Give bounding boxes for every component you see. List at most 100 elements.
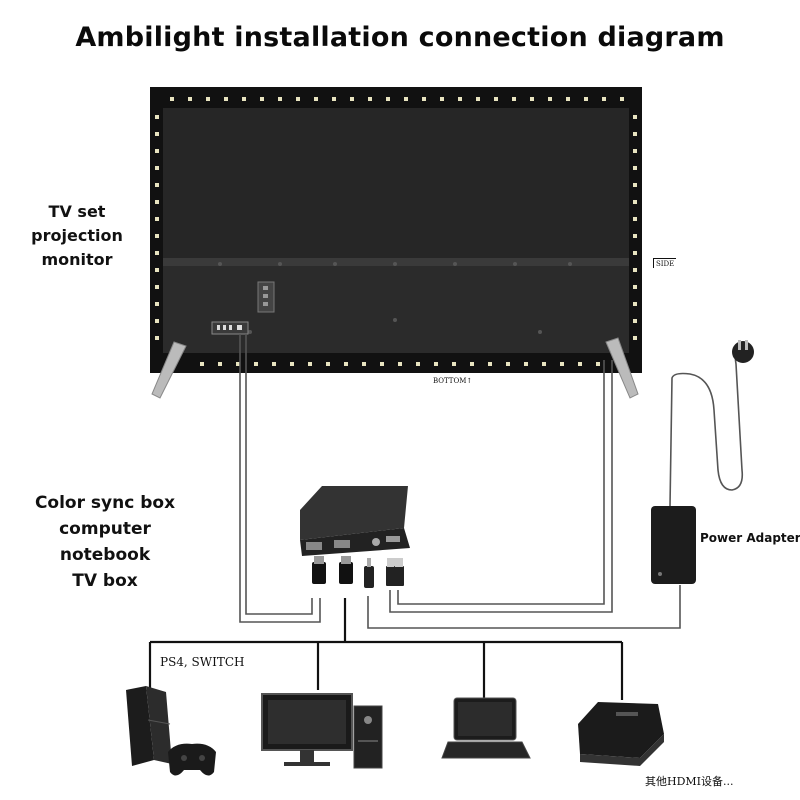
led-strip-top <box>170 97 624 101</box>
led-dot <box>155 200 159 204</box>
tv-ridge <box>163 258 629 266</box>
led-dot <box>155 336 159 340</box>
led-dot <box>578 362 582 366</box>
led-dot <box>308 362 312 366</box>
led-dot <box>350 97 354 101</box>
led-controller-pins <box>217 325 242 330</box>
hdmi-plug-icon-2 <box>339 556 353 584</box>
led-dot <box>224 97 228 101</box>
led-dot <box>633 115 637 119</box>
led-dot <box>530 97 534 101</box>
led-dot <box>524 362 528 366</box>
other-hdmi-label: 其他HDMI设备... <box>645 775 734 788</box>
led-dot <box>242 97 246 101</box>
led-dot <box>155 268 159 272</box>
sync-box-dc-port <box>372 538 380 546</box>
led-cable-left <box>239 334 321 623</box>
led-dot <box>566 97 570 101</box>
tv-label-line-1: TV set <box>48 202 106 221</box>
tv-lower-panel <box>163 266 629 353</box>
gamepad-icon <box>168 743 216 776</box>
tv-stand-left <box>151 341 187 399</box>
sync-box-usb-port <box>386 536 400 542</box>
bottom-marker: BOTTOM↑ <box>433 377 473 385</box>
side-marker: SIDE <box>653 258 677 268</box>
led-dot <box>488 362 492 366</box>
sync-box-label-line-1: Color sync box <box>34 493 176 513</box>
led-dot <box>470 362 474 366</box>
cables <box>239 334 744 629</box>
led-dot <box>416 362 420 366</box>
led-strip-bottom <box>200 362 600 366</box>
hdmi-bus <box>148 598 624 700</box>
led-dot <box>633 268 637 272</box>
power-cable <box>367 585 681 629</box>
led-dot <box>155 115 159 119</box>
led-dot <box>422 97 426 101</box>
led-cable-right-2 <box>389 360 613 613</box>
led-dot <box>494 97 498 101</box>
led-dot <box>386 97 390 101</box>
sync-box <box>300 486 410 556</box>
led-dot <box>633 285 637 289</box>
led-dot <box>155 149 159 153</box>
tv-label: TV set projection monitor <box>18 200 136 272</box>
led-dot <box>512 97 516 101</box>
led-dot <box>170 97 174 101</box>
tv-screw-holes <box>218 262 572 334</box>
led-dot <box>602 97 606 101</box>
ps4-switch-label: PS4, SWITCH <box>160 655 245 669</box>
led-dot <box>362 362 366 366</box>
led-dot <box>326 362 330 366</box>
led-cable-right <box>397 360 605 605</box>
tv-back <box>150 87 642 399</box>
led-dot <box>155 234 159 238</box>
monitor-icon <box>261 693 353 766</box>
led-dot <box>368 97 372 101</box>
led-dot <box>272 362 276 366</box>
led-dot <box>278 97 282 101</box>
tv-label-line-2: projection <box>31 226 123 245</box>
tv-port-pins <box>263 286 268 306</box>
sync-box-label: Color sync box computer notebook TV box <box>20 490 190 594</box>
led-dot <box>155 319 159 323</box>
power-adapter-label: Power Adapter <box>700 531 800 545</box>
led-dot <box>155 302 159 306</box>
pc-tower-icon <box>353 705 383 769</box>
usb-plug-icon <box>386 558 404 586</box>
led-dot <box>218 362 222 366</box>
led-dot <box>542 362 546 366</box>
sync-box-hdmi-out <box>334 540 350 548</box>
led-dot <box>633 149 637 153</box>
led-dot <box>188 97 192 101</box>
led-dot <box>344 362 348 366</box>
bottom-marker-text: BOTTOM <box>433 377 467 385</box>
power-adapter <box>651 506 696 584</box>
led-dot <box>236 362 240 366</box>
led-dot <box>633 336 637 340</box>
led-cable-left-2 <box>245 334 313 615</box>
hdmi-plug-icon <box>312 556 326 584</box>
led-dot <box>633 302 637 306</box>
led-dot <box>440 97 444 101</box>
sync-box-top <box>300 486 408 540</box>
led-dot <box>155 132 159 136</box>
sync-box-hdmi-in <box>306 542 322 550</box>
dc-plug-icon <box>364 558 374 588</box>
led-strip-left <box>155 115 159 340</box>
ac-cord <box>669 347 744 507</box>
led-dot <box>155 183 159 187</box>
led-dot <box>633 251 637 255</box>
led-dot <box>633 166 637 170</box>
led-dot <box>380 362 384 366</box>
led-dot <box>200 362 204 366</box>
led-dot <box>434 362 438 366</box>
sync-box-label-line-2: computer <box>59 519 151 539</box>
led-dot <box>155 251 159 255</box>
led-dot <box>332 97 336 101</box>
led-dot <box>206 97 210 101</box>
led-dot <box>398 362 402 366</box>
tv-upper-panel <box>163 108 629 258</box>
diagram-title: Ambilight installation connection diagra… <box>75 22 725 53</box>
